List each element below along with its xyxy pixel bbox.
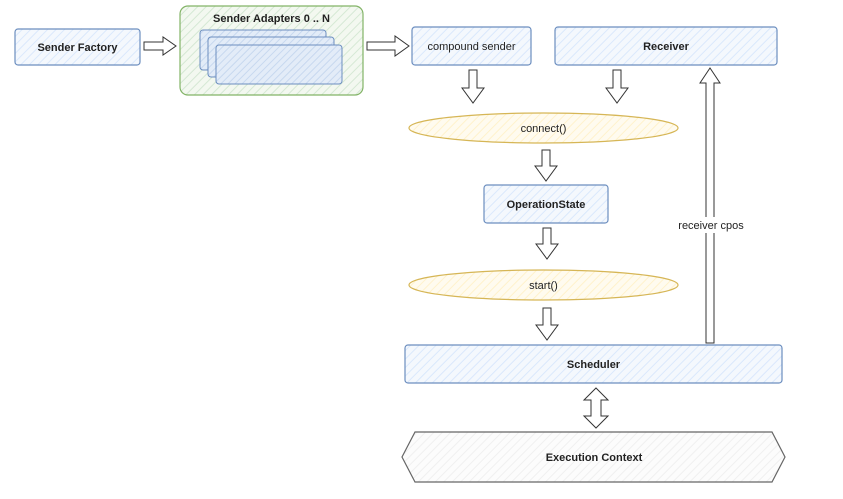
arrow-start-to-scheduler: [535, 307, 559, 341]
arrow-operationstate-to-start: [535, 227, 559, 260]
arrow-receiver-to-connect: [605, 69, 629, 104]
execution-context-node[interactable]: Execution Context: [401, 431, 786, 483]
sender-factory-node[interactable]: Sender Factory: [14, 28, 141, 66]
compound-sender-label: compound sender: [427, 41, 515, 53]
scheduler-node[interactable]: Scheduler: [404, 344, 783, 384]
arrow-connect-to-operationstate: [534, 149, 558, 182]
start-label: start(): [529, 280, 558, 292]
edge-label-bg: [672, 217, 750, 233]
arrow-compound-to-connect: [461, 69, 485, 104]
arrow-scheduler-to-receiver: [699, 67, 721, 344]
start-node[interactable]: start(): [408, 269, 679, 301]
arrow-factory-to-adapters: [143, 36, 177, 56]
arrow-scheduler-execution-bidirectional: [582, 387, 610, 429]
compound-sender-node[interactable]: compound sender: [411, 26, 532, 66]
connect-label: connect(): [521, 123, 567, 135]
sender-adapters-label: Sender Adapters 0 .. N: [213, 13, 330, 25]
receiver-cpos-label: receiver cpos: [678, 220, 744, 232]
receiver-label: Receiver: [643, 41, 690, 53]
operation-state-node[interactable]: OperationState: [483, 184, 609, 224]
scheduler-label: Scheduler: [567, 359, 621, 371]
sender-adapter-card: [215, 44, 343, 85]
arrow-adapters-to-compound: [366, 35, 410, 57]
connect-node[interactable]: connect(): [408, 112, 679, 144]
execution-context-label: Execution Context: [546, 452, 643, 464]
receiver-node[interactable]: Receiver: [554, 26, 778, 66]
sender-adapters-group[interactable]: Sender Adapters 0 .. N: [179, 5, 364, 96]
sender-factory-label: Sender Factory: [37, 42, 118, 54]
operation-state-label: OperationState: [507, 199, 586, 211]
